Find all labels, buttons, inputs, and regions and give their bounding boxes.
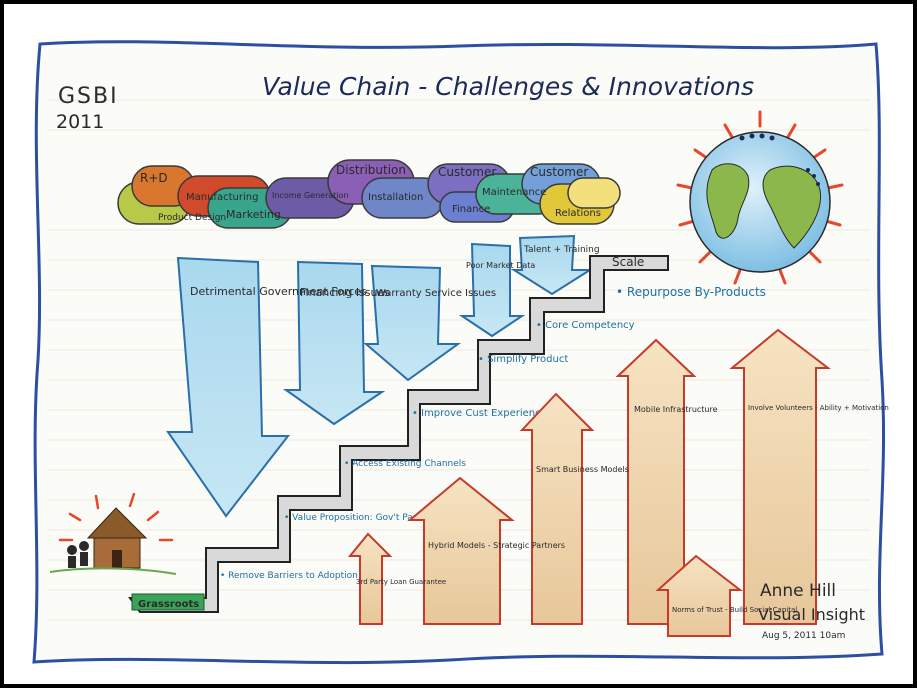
arrow-third-party [347, 532, 393, 625]
step-repurpose: • Repurpose By-Products [616, 285, 766, 299]
org-name: GSBI [58, 84, 119, 109]
innovation-volunteers: Involve Volunteers - Ability + Motivatio… [748, 404, 889, 412]
staircase: Grassroots • Remove Barriers to Adoption… [128, 255, 766, 613]
step-grassroots: Grassroots [138, 599, 199, 610]
challenge-warranty: Warranty Service Issues [376, 288, 496, 299]
arrow-mobile [615, 338, 697, 625]
page-title: Value Chain - Challenges & Innovations [262, 72, 754, 101]
sun-rays [676, 110, 844, 285]
arrow-hybrid [407, 476, 515, 625]
arrow-warranty [363, 264, 462, 382]
challenge-detrimental: Detrimental Government Forces [190, 285, 367, 298]
year: 2011 [56, 111, 104, 133]
arrow-talent-training [510, 234, 594, 296]
step-access-channels: • Access Existing Channels [344, 459, 466, 469]
innovation-hybrid: Hybrid Models - Strategic Partners [428, 541, 565, 550]
chain-label-installation: Installation [368, 192, 423, 203]
chain-label-rd: R+D [140, 171, 168, 185]
arrow-poor-market-data [458, 242, 526, 338]
arrow-volunteers [729, 328, 831, 625]
artist-company: Visual Insight [758, 605, 865, 624]
chain-label-finance: Finance [452, 204, 490, 215]
chain-label-distribution: Distribution [336, 163, 406, 177]
challenge-market-data: Poor Market Data [466, 261, 535, 270]
arrow-financing [282, 260, 386, 426]
challenge-talent: Talent + Training [523, 245, 600, 255]
arrow-detrimental-government [166, 256, 291, 518]
innovation-arrows: 3rd Party Loan Guarantee Hybrid Models -… [347, 328, 889, 637]
innovation-third-party: 3rd Party Loan Guarantee [356, 578, 446, 586]
drawing-date: Aug 5, 2011 10am [762, 631, 845, 641]
chain-label-relations: Relations [555, 208, 601, 219]
chain-label-customer-2: Customer [530, 165, 588, 179]
challenge-financing: Financing Issues [300, 286, 390, 299]
artist-name: Anne Hill [760, 581, 836, 601]
challenge-arrows: Detrimental Government Forces Financing … [166, 234, 600, 518]
chain-label-manufacturing: Manufacturing [186, 192, 258, 203]
globe [676, 110, 844, 285]
step-core-competency: • Core Competency [536, 320, 635, 331]
chain-label-marketing: Marketing [226, 208, 281, 221]
hut-illustration [49, 492, 177, 575]
chain-label-income-generation: Income Generation [272, 191, 349, 200]
value-chain: R+D Product Design Manufacturing Marketi… [117, 159, 621, 229]
arrow-norms-trust [655, 554, 743, 637]
arrow-smart-business [519, 392, 595, 625]
step-remove-barriers: • Remove Barriers to Adoption [220, 571, 358, 581]
innovation-smart-business: Smart Business Models [536, 465, 629, 474]
step-value-proposition: • Value Proposition: Gov't Partner [284, 513, 435, 523]
step-simplify-product: • Simplify Product [478, 354, 568, 365]
innovation-mobile: Mobile Infrastructure [634, 405, 718, 414]
chain-label-product-design: Product Design [158, 213, 226, 223]
innovation-norms: Norms of Trust - Build Social Capital [672, 606, 797, 614]
step-scale: Scale [612, 255, 644, 269]
chain-label-maintenance: Maintenance [482, 187, 546, 198]
chain-label-customer-1: Customer [438, 165, 496, 179]
step-improve-cust: • Improve Cust Experience [412, 408, 547, 419]
signature: Anne Hill Visual Insight Aug 5, 2011 10a… [758, 581, 865, 641]
